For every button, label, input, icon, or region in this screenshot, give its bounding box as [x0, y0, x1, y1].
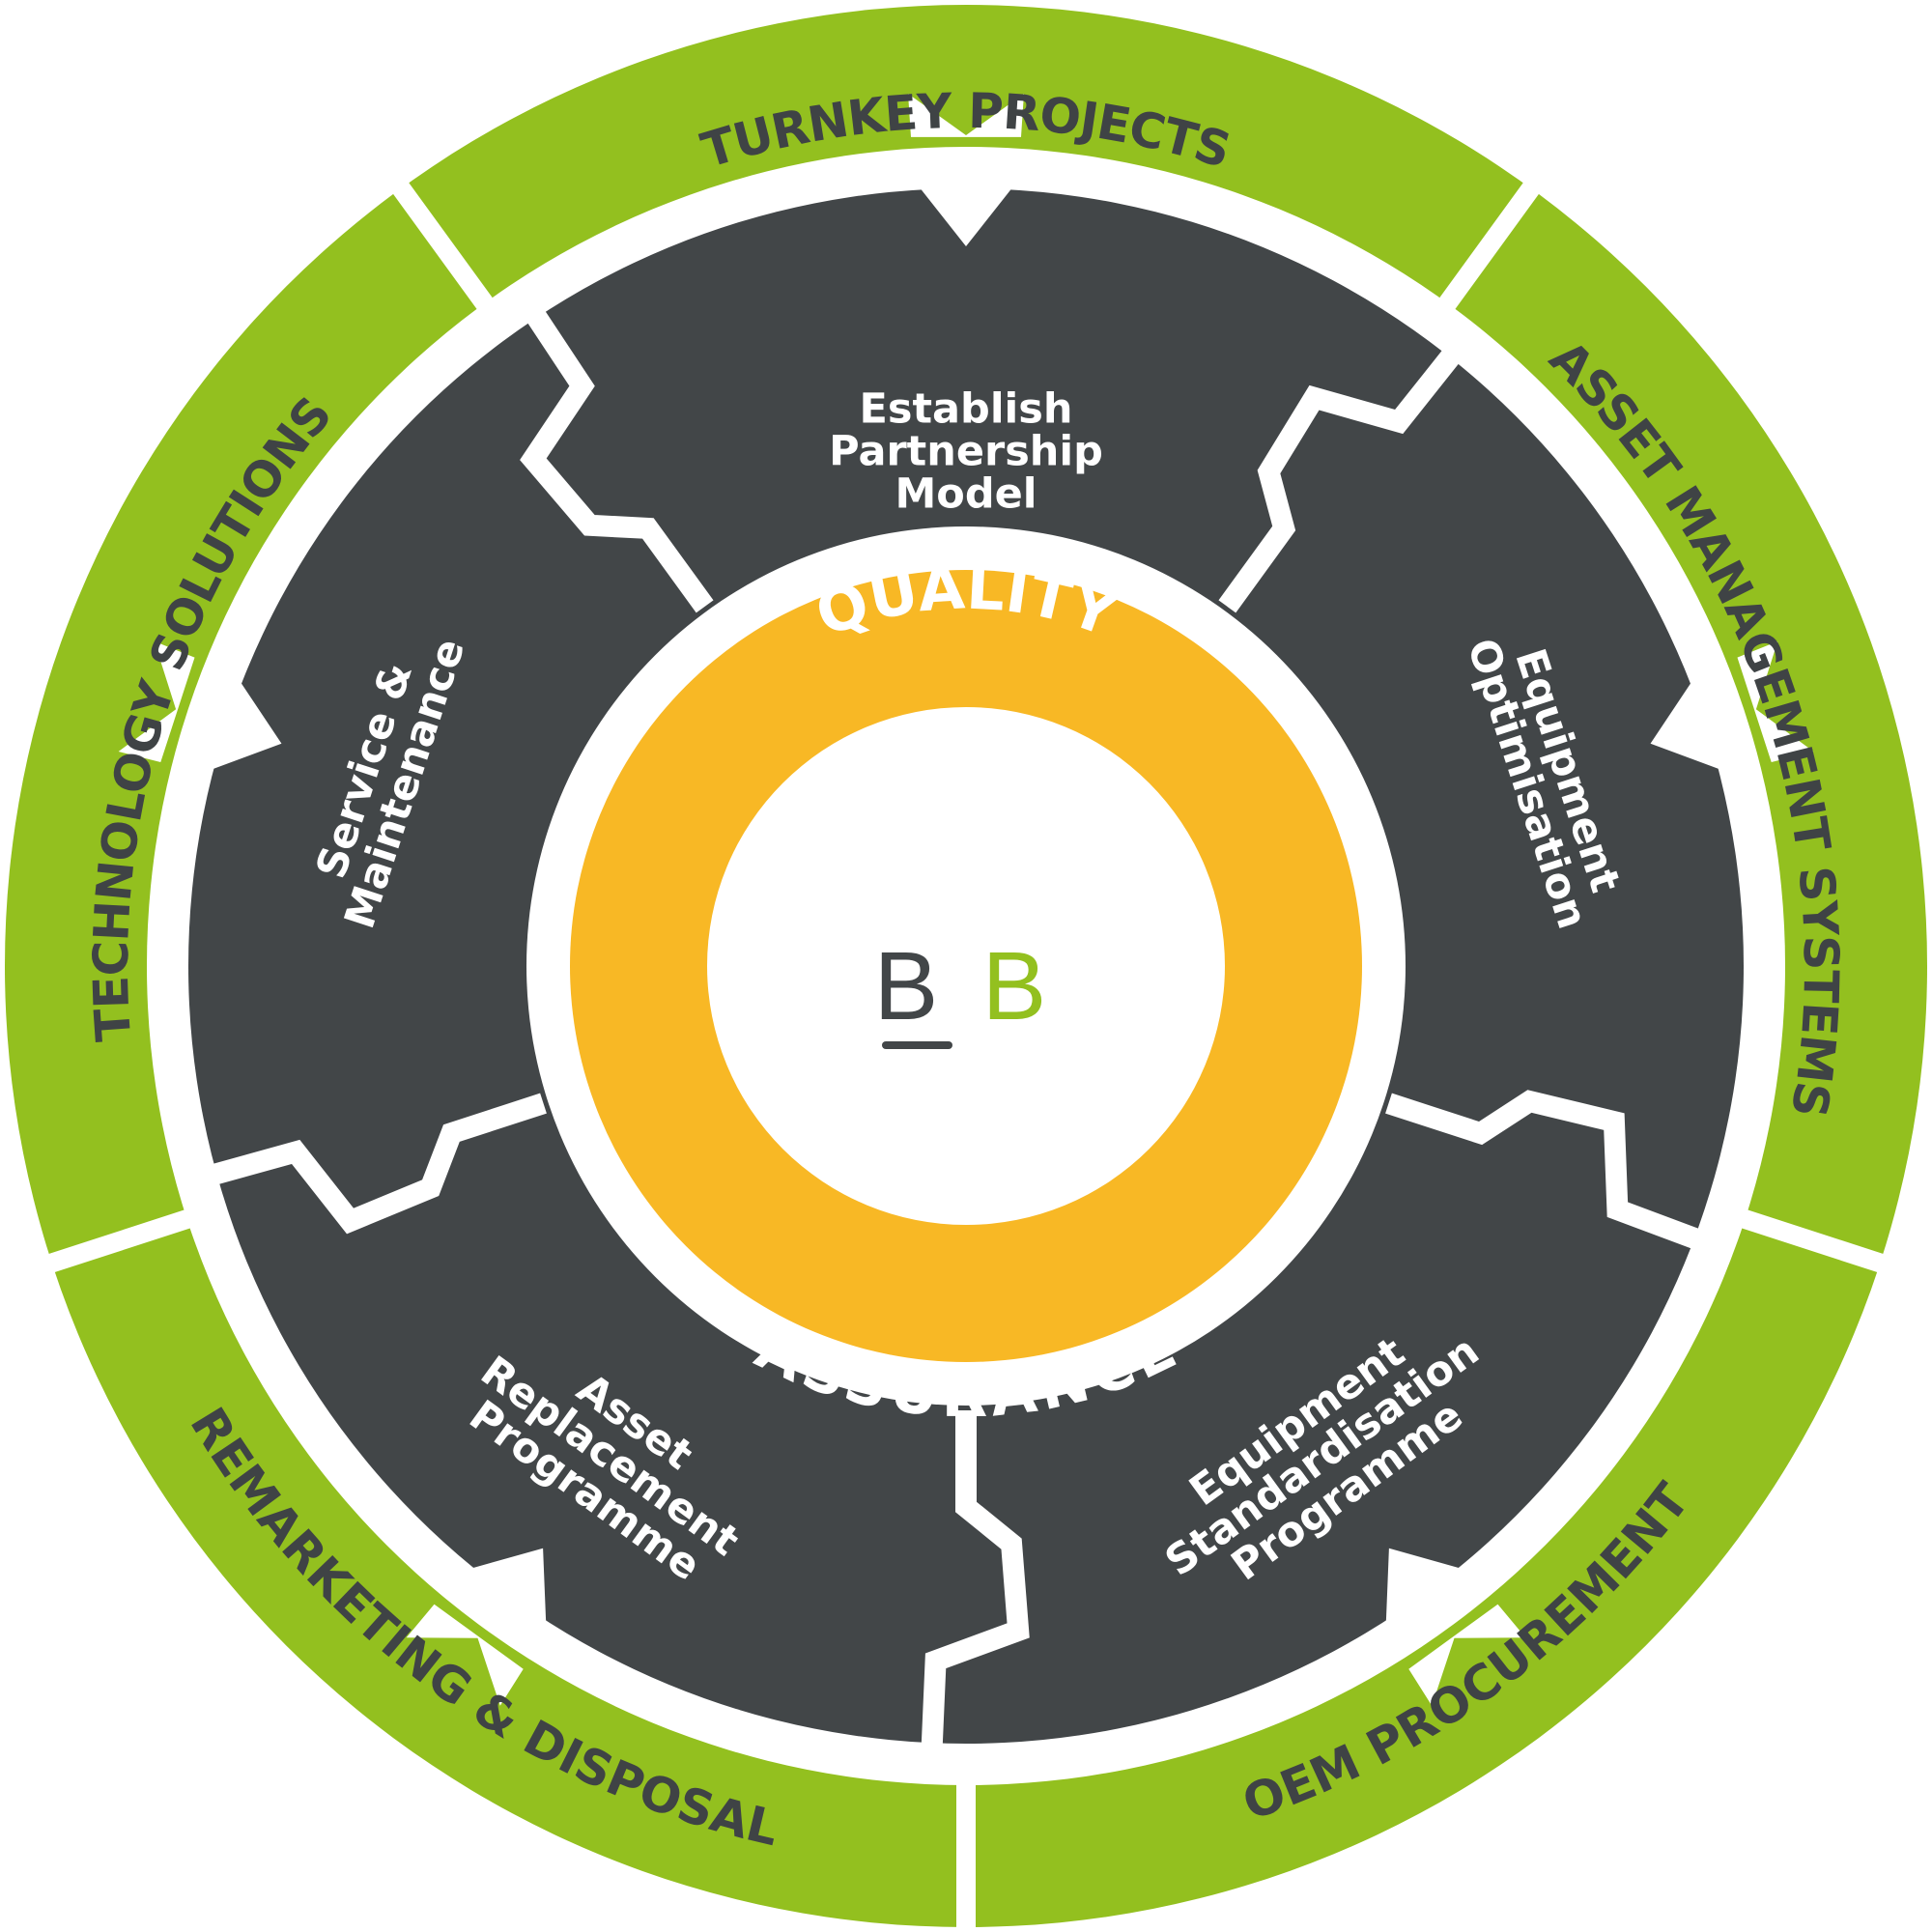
inner-ring-divider [1385, 1090, 1701, 1250]
inner-ring-notch [1384, 1548, 1488, 1650]
outer-ring-divider [1739, 1208, 1889, 1274]
inner-label-line: Establish [859, 385, 1072, 434]
inner-ring-separators [185, 166, 1747, 1747]
outer-ring-notch [908, 93, 1024, 137]
center-disc [707, 707, 1225, 1225]
logo-left-letter: B [874, 932, 939, 1040]
inner-ring-divider [520, 309, 714, 613]
outer-ring-notch [1408, 1604, 1526, 1706]
inner-ring-divider [1218, 348, 1461, 613]
inner-ring-notch [185, 659, 282, 780]
inner-label-line: Partnership [829, 428, 1103, 476]
outer-ring-divider [390, 179, 495, 312]
inner-ring-divider [211, 1093, 547, 1235]
inner-label-line: Model [895, 470, 1037, 519]
inner-ring-notch [902, 166, 1030, 246]
inner-ring-notch [1650, 659, 1747, 780]
outer-ring-separators [43, 93, 1889, 1932]
outer-ring-notch [406, 1604, 524, 1706]
logo-underline [882, 1041, 952, 1049]
inner-ring-notch [444, 1548, 548, 1650]
bb-logo: B B [874, 932, 1047, 1049]
outer-ring-divider [1437, 179, 1542, 312]
logo-right-letter: B [982, 932, 1047, 1040]
outer-ring-notch [118, 640, 195, 763]
outer-ring-divider [43, 1208, 193, 1274]
inner-ring-divider [921, 1410, 1030, 1747]
outer-ring-notch [1737, 640, 1814, 763]
